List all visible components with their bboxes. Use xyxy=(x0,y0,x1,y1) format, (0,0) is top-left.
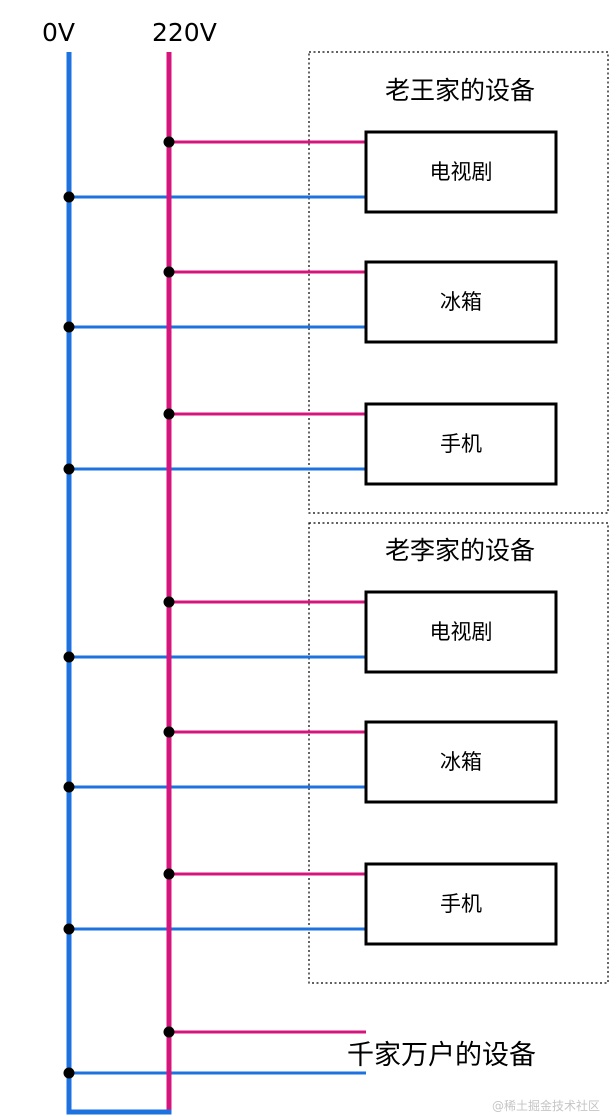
device-box-li-2 xyxy=(364,720,558,804)
group-frame-li xyxy=(308,522,609,984)
neutral-junction-li-2 xyxy=(63,781,75,793)
device-label-wang-2: 冰箱 xyxy=(440,290,482,314)
device-label-li-2: 冰箱 xyxy=(440,750,482,774)
neutral-junction-li-3 xyxy=(63,923,75,935)
group-title-wang: 老王家的设备 xyxy=(385,76,535,105)
group-frame-wang xyxy=(308,51,609,514)
live-rail-label: 220V xyxy=(152,18,217,47)
device-label-li-3: 手机 xyxy=(440,892,482,916)
neutral-rail-label: 0V xyxy=(42,18,75,47)
device-label-wang-1: 电视剧 xyxy=(430,160,493,184)
neutral-junction-wang-3 xyxy=(63,463,75,475)
neutral-junction-li-1 xyxy=(63,651,75,663)
device-box-wang-1 xyxy=(364,130,558,214)
group-title-li: 老李家的设备 xyxy=(385,536,535,565)
live-junction-footer xyxy=(163,1026,175,1038)
neutral-junction-wang-1 xyxy=(63,191,75,203)
footer-label: 千家万户的设备 xyxy=(347,1040,536,1071)
live-junction-li-1 xyxy=(163,596,175,608)
device-box-wang-3 xyxy=(364,402,558,486)
live-junction-wang-1 xyxy=(163,136,175,148)
live-junction-wang-3 xyxy=(163,408,175,420)
neutral-junction-footer xyxy=(63,1067,75,1079)
live-junction-li-2 xyxy=(163,726,175,738)
junction-dots xyxy=(63,136,175,1079)
device-label-li-1: 电视剧 xyxy=(430,620,493,644)
device-label-wang-3: 手机 xyxy=(440,432,482,456)
watermark-text: @稀土掘金技术社区 xyxy=(492,1098,600,1113)
live-junction-li-3 xyxy=(163,868,175,880)
device-box-li-3 xyxy=(364,862,558,946)
device-box-wang-2 xyxy=(364,260,558,344)
neutral-junction-wang-2 xyxy=(63,321,75,333)
device-box-li-1 xyxy=(364,590,558,674)
live-junction-wang-2 xyxy=(163,266,175,278)
branch-wires xyxy=(69,140,366,1075)
